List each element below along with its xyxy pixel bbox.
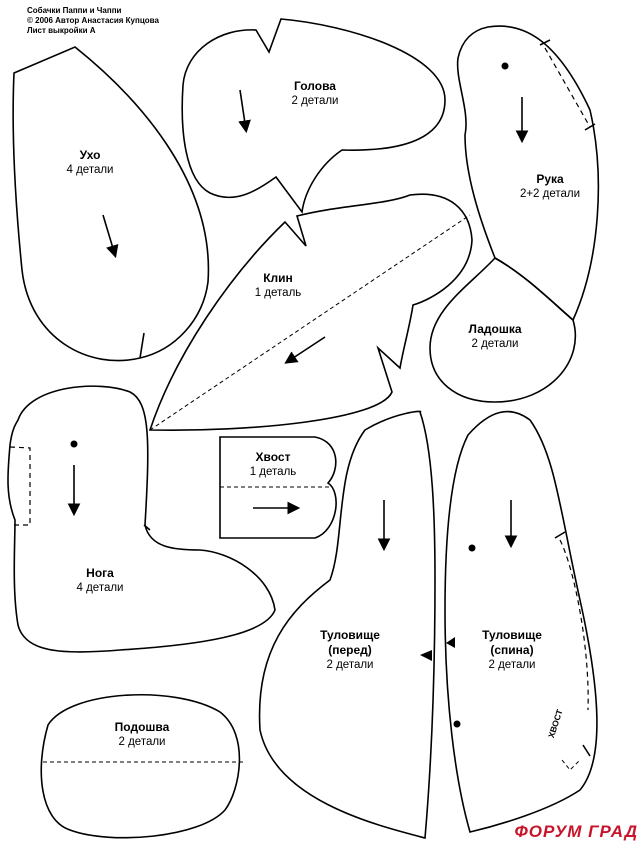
body-front-count: 2 детали	[326, 659, 374, 671]
watermark: ФОРУМ ГРАД	[514, 822, 638, 841]
leg-outline	[8, 386, 275, 652]
body-back-name-line1: Туловище	[482, 628, 542, 642]
body-back-dashed-seam	[560, 540, 588, 710]
leg-count: 4 детали	[76, 582, 124, 594]
body-back-name-line2: (спина)	[490, 643, 534, 657]
ear-grain-arrow	[103, 215, 119, 259]
palm-name: Ладошка	[468, 322, 522, 336]
wedge-count: 1 деталь	[254, 287, 302, 299]
body-front-name-line2: (перед)	[328, 643, 372, 657]
ear-outline	[13, 47, 208, 361]
body-front-notch	[420, 650, 432, 661]
arm-dashed-seam	[545, 48, 590, 127]
body-back-notch	[446, 637, 455, 648]
leg-dot	[70, 440, 78, 448]
body-back-count: 2 детали	[488, 659, 536, 671]
wedge-grain-arrow	[284, 337, 325, 364]
body-back-tail-dash	[562, 760, 580, 770]
body-front-name-line1: Туловище	[320, 628, 380, 642]
palm-outline	[430, 258, 575, 402]
header-title: Собачки Паппи и Чаппи	[27, 6, 122, 15]
leg-dashed-seam	[10, 447, 30, 525]
ear-notch	[140, 333, 144, 358]
placement-dots	[70, 62, 509, 728]
tail-name: Хвост	[255, 450, 291, 464]
body-front-outline	[260, 411, 435, 838]
head-outline	[182, 19, 445, 212]
wedge-dashed-seam	[150, 215, 470, 430]
sole-outline	[41, 695, 239, 838]
arm-name: Рука	[536, 172, 564, 186]
header-author: © 2006 Автор Анастасия Купцова	[27, 16, 159, 25]
palm-count: 2 детали	[471, 338, 519, 350]
body-back-dot-lower	[453, 720, 461, 728]
ear-count: 4 детали	[66, 164, 114, 176]
ear-name: Ухо	[79, 148, 101, 162]
header-sheet-label: Лист выкройки А	[27, 26, 96, 35]
head-count: 2 детали	[291, 95, 339, 107]
body-back-dot-upper	[468, 544, 476, 552]
body-back-outline	[445, 412, 597, 832]
sole-name: Подошва	[114, 720, 170, 734]
head-name: Голова	[294, 79, 336, 93]
tail-outline	[220, 437, 336, 538]
sole-count: 2 детали	[118, 736, 166, 748]
arm-count: 2+2 детали	[519, 188, 581, 200]
arm-dot	[501, 62, 509, 70]
tail-count: 1 деталь	[249, 466, 297, 478]
wedge-name: Клин	[263, 271, 293, 285]
wedge-outline	[150, 194, 472, 430]
head-grain-arrow	[238, 90, 251, 134]
leg-name: Нога	[86, 566, 114, 580]
